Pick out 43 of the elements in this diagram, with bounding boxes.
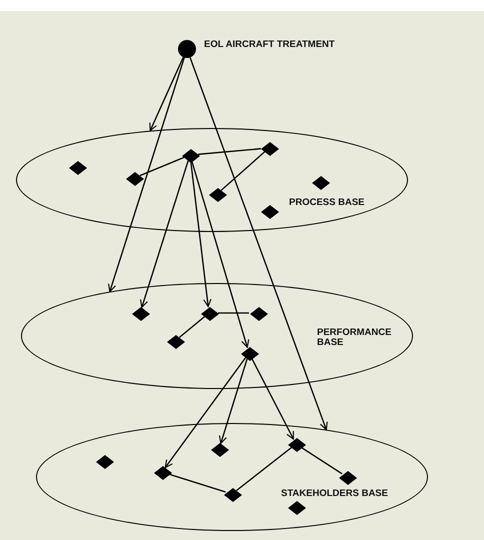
ellipse-group (36, 423, 428, 531)
diamond-node (132, 307, 150, 321)
connector-line (140, 156, 184, 176)
connector-line (300, 446, 342, 474)
group-label: PERFORMANCE BASE (317, 328, 389, 348)
arrow (218, 358, 248, 444)
arrow (164, 357, 246, 468)
diamond-node (126, 172, 144, 186)
ellipse-group (16, 128, 408, 232)
arrow (189, 57, 328, 430)
diamond-node (288, 501, 306, 515)
group-label: STAKEHOLDERS BASE (281, 489, 388, 499)
connector-line (236, 446, 292, 492)
group-label: PROCESS BASE (289, 198, 364, 208)
diamond-node (224, 488, 242, 502)
diamond-node (250, 307, 268, 321)
connector-line (178, 316, 206, 338)
arrow (251, 358, 294, 440)
ellipse-group (21, 283, 413, 389)
diamond-node (209, 188, 227, 202)
diamond-node (211, 443, 229, 457)
connector-line (168, 473, 226, 493)
diamond-node (96, 455, 114, 469)
diamond-node (339, 471, 357, 485)
node-caption: EOL AIRCRAFT TREATMENT (204, 40, 335, 50)
connector-line (198, 148, 261, 155)
arrow (140, 160, 189, 308)
diamond-node (154, 466, 172, 480)
diamond-node (167, 335, 185, 349)
connector-line (218, 312, 249, 314)
diamond-node (312, 176, 330, 190)
connector-line (220, 151, 266, 191)
diamond-node (261, 205, 279, 219)
diamond-node (288, 438, 306, 452)
diamond-node (261, 142, 279, 156)
diamond-node (201, 307, 219, 321)
arrow (108, 57, 185, 292)
diamond-node (182, 149, 200, 163)
arrow (191, 160, 250, 348)
diamond-node (241, 347, 259, 361)
diamond-node (69, 161, 87, 175)
arrow (190, 161, 212, 308)
arrow (149, 56, 184, 132)
